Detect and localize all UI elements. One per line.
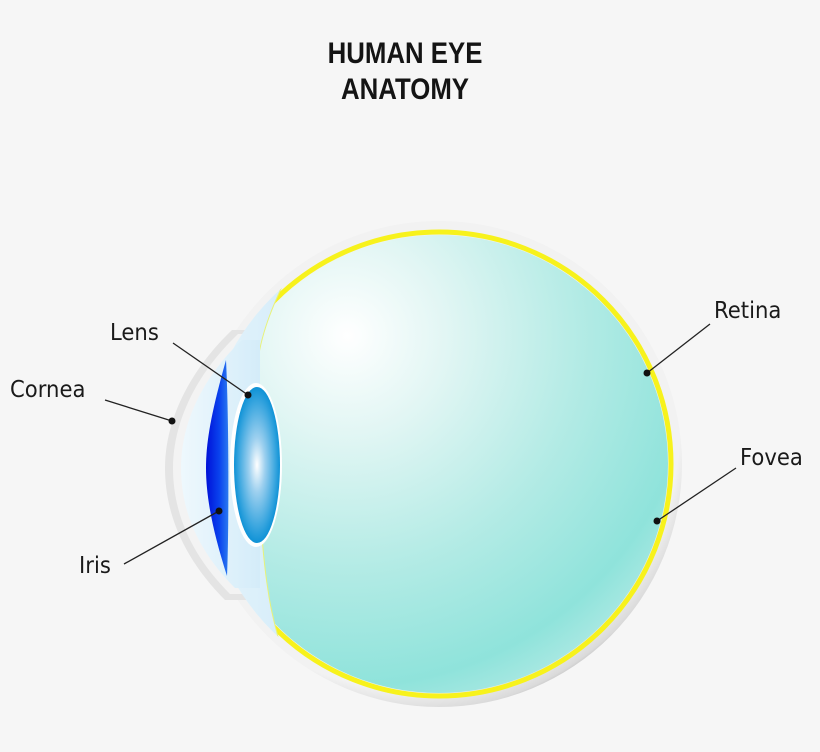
cornea-leader [104, 399, 173, 422]
lens-leader [172, 342, 249, 396]
retina-marker-dot [643, 369, 651, 377]
diagram-title: HUMAN EYE ANATOMY [57, 36, 754, 108]
leader-lines [104, 323, 737, 565]
label-retina: Retina [714, 298, 782, 324]
iris [206, 360, 229, 576]
iris-leader [123, 510, 220, 565]
label-cornea: Cornea [10, 377, 86, 403]
fovea-leader [656, 467, 737, 522]
fovea-marker-dot [653, 517, 661, 525]
label-fovea: Fovea [740, 445, 803, 471]
retina-leader [646, 323, 711, 374]
title-line-1: HUMAN EYE [327, 37, 483, 70]
label-iris: Iris [79, 553, 111, 579]
title-line-2: ANATOMY [340, 73, 470, 106]
cornea-marker-dot [168, 417, 176, 425]
lens-marker-dot [244, 391, 252, 399]
label-lens: Lens [110, 320, 159, 346]
iris-marker-dot [215, 507, 223, 515]
